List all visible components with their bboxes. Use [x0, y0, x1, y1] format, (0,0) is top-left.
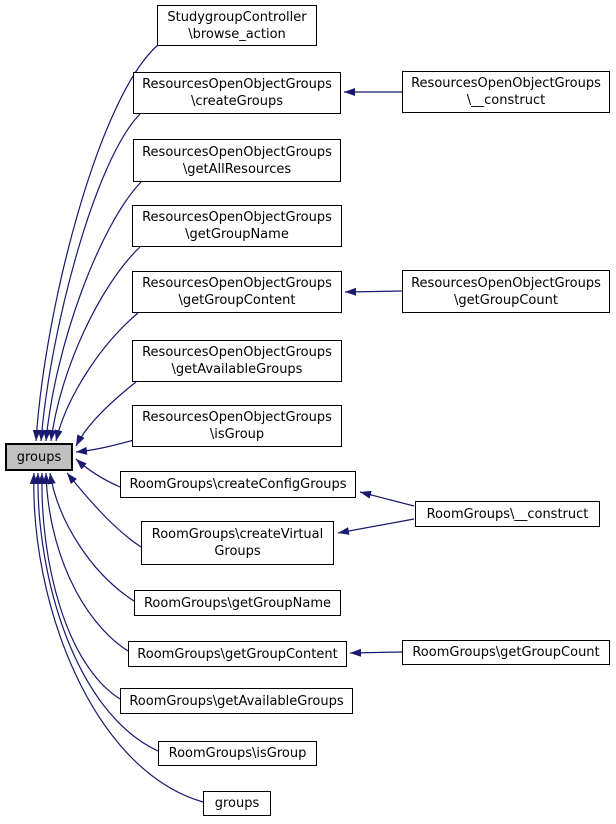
node-roomgroups-getgroupcount[interactable]: RoomGroups\getGroupCount	[402, 640, 610, 665]
edge-res-getgroupcount-to-getgroupcontent	[344, 287, 403, 296]
node-resourcesopenobjectgroups-isgroup[interactable]: ResourcesOpenObjectGroups \isGroup	[132, 405, 342, 447]
edge-room-getgroupname-to-groups	[47, 472, 135, 602]
edge-res-getgroupname-to-groups	[48, 246, 141, 442]
edge-room-getavailablegroups-to-groups	[37, 472, 121, 700]
edge-res-isgroup-to-groups	[75, 439, 135, 455]
node-roomgroups-getgroupcontent[interactable]: RoomGroups\getGroupContent	[128, 641, 347, 667]
edge-groups-leaf-to-groups	[29, 472, 204, 803]
node-resourcesopenobjectgroups-creategroups[interactable]: ResourcesOpenObjectGroups \createGroups	[133, 72, 341, 114]
edge-room-createvirtualgroups-to-groups	[66, 472, 142, 548]
edge-room-createconfiggroups-to-groups	[75, 458, 121, 488]
edge-res-getgroupcontent-to-groups	[54, 312, 139, 442]
node-roomgroups-getavailablegroups[interactable]: RoomGroups\getAvailableGroups	[120, 688, 353, 714]
edge-room-construct-to-createvirtualgroups	[337, 518, 415, 535]
edge-res-getavailablegroups-to-groups	[75, 381, 137, 447]
node-resourcesopenobjectgroups-getgroupcontent[interactable]: ResourcesOpenObjectGroups \getGroupConte…	[132, 271, 342, 313]
edge-room-getgroupcontent-to-groups	[42, 472, 129, 652]
edge-room-isgroup-to-groups	[33, 472, 159, 752]
edge-room-construct-to-createconfiggroups	[359, 490, 415, 507]
node-groups-leaf[interactable]: groups	[203, 791, 271, 816]
node-studygroupcontroller-browse-action[interactable]: StudygroupController \browse_action	[157, 5, 317, 46]
node-groups-center[interactable]: groups	[5, 443, 73, 471]
node-roomgroups-createvirtualgroups[interactable]: RoomGroups\createVirtual Groups	[141, 521, 334, 565]
node-roomgroups-construct[interactable]: RoomGroups\__construct	[415, 501, 600, 527]
edge-res-getallresources-to-groups	[43, 181, 142, 442]
node-resourcesopenobjectgroups-getgroupname[interactable]: ResourcesOpenObjectGroups \getGroupName	[132, 205, 342, 247]
node-resourcesopenobjectgroups-construct[interactable]: ResourcesOpenObjectGroups \__construct	[402, 71, 610, 113]
node-resourcesopenobjectgroups-getavailablegroups[interactable]: ResourcesOpenObjectGroups \getAvailableG…	[132, 340, 342, 382]
node-resourcesopenobjectgroups-getgroupcount[interactable]: ResourcesOpenObjectGroups \getGroupCount	[402, 270, 610, 313]
node-roomgroups-getgroupname[interactable]: RoomGroups\getGroupName	[134, 590, 341, 616]
node-roomgroups-createconfiggroups[interactable]: RoomGroups\createConfigGroups	[120, 471, 356, 498]
node-resourcesopenobjectgroups-getallresources[interactable]: ResourcesOpenObjectGroups \getAllResourc…	[133, 139, 341, 182]
node-roomgroups-isgroup[interactable]: RoomGroups\isGroup	[158, 741, 317, 766]
edge-room-getgroupcount-to-getgroupcontent	[349, 648, 403, 657]
edge-res-creategroups-to-groups	[37, 113, 141, 442]
